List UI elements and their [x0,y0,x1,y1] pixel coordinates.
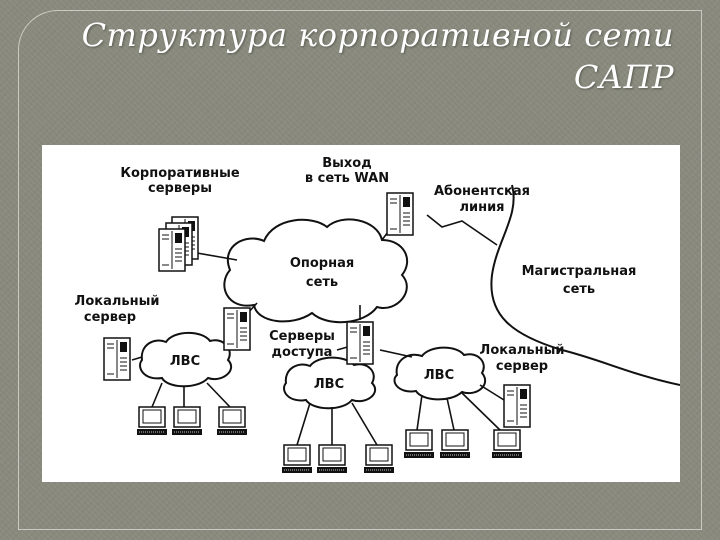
access-server-right [346,321,374,365]
label-backbone-2: сеть [306,275,338,290]
corporate-servers [158,216,199,272]
label-subscriber-line-1: Абонентская [434,184,530,199]
network-diagram: Корпоративные серверы Выход в сеть WAN А… [42,145,680,482]
trunk-network-curve [490,184,680,386]
label-wan-exit-1: Выход [322,156,371,171]
label-trunk-network-2: сеть [563,282,595,297]
local-server-right [503,384,531,428]
label-local-server-left-1: Локальный [75,294,160,309]
local-server-left [103,337,131,381]
backbone-cloud [223,218,409,324]
label-local-server-left-2: сервер [84,310,136,325]
label-subscriber-line-2: линия [459,200,504,215]
slide-title-line-1: Структура корпоративной сети [81,16,674,54]
label-backbone-1: Опорная [290,256,354,271]
label-access-servers-1: Серверы [269,329,335,344]
label-trunk-network-1: Магистральная [522,264,637,279]
slide-title: Структура корпоративной сети САПР [34,14,674,98]
label-lan-left: ЛВС [170,354,200,369]
label-corporate-servers-2: серверы [148,181,212,196]
connection-lines [131,212,505,446]
access-server-left [223,307,251,351]
slide-title-line-2: САПР [573,58,674,96]
lan-cloud-left [139,331,233,388]
label-local-server-right-2: сервер [496,359,548,374]
label-lan-right: ЛВС [424,368,454,383]
label-local-server-right-1: Локальный [480,343,565,358]
label-lan-middle: ЛВС [314,377,344,392]
lan-cloud-right [393,346,487,401]
lan-cloud-middle [283,356,377,410]
wan-exit-server [386,192,414,236]
slide-frame [18,10,702,530]
label-corporate-servers-1: Корпоративные [120,166,239,181]
label-access-servers-2: доступа [272,345,333,360]
label-wan-exit-2: в сеть WAN [305,171,389,186]
workstations [136,406,523,474]
